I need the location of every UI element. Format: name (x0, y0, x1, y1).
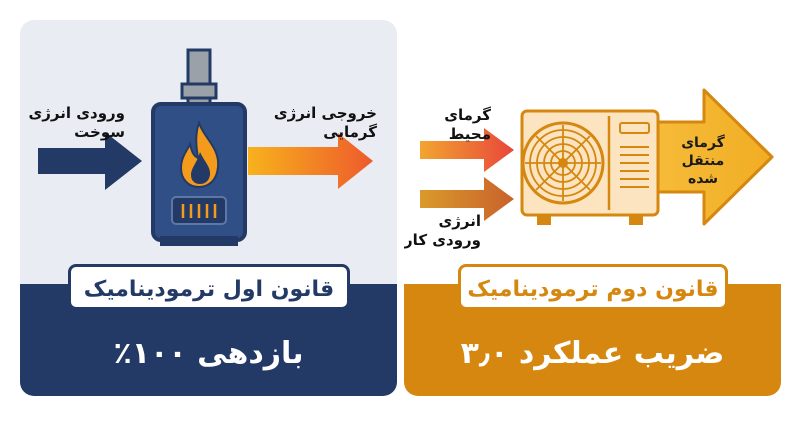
ambient-heat-label: گرمای محیط (444, 106, 491, 143)
heat-pump-scene (420, 88, 774, 226)
fuel-input-label: ورودی انرژی سوخت (28, 104, 125, 141)
fan-icon (521, 121, 605, 205)
first-law-panel: ورودی انرژی سوخت خروجی انرژی گرمایی بازد… (20, 20, 397, 396)
fuel-input-arrow (38, 132, 142, 190)
first-law-title: قانون اول ترمودینامیک (68, 264, 350, 310)
second-law-title: قانون دوم ترمودینامیک (458, 264, 728, 310)
work-input-arrow (420, 177, 514, 221)
efficiency-metric: بازدهی ۱۰۰٪ (113, 336, 304, 371)
work-input-label: انرژی ورودی کار (404, 212, 481, 249)
ambient-heat-arrow (420, 128, 514, 172)
flame-icon (179, 119, 220, 189)
heat-output-label: خروجی انرژی گرمایی (273, 104, 377, 141)
transferred-heat-label: گرمای منتقل شده (681, 135, 725, 187)
second-law-panel: گرمای محیط انرژی ورودی کار گرمای منتقل ش… (404, 20, 781, 396)
furnace-scene (38, 48, 373, 246)
cop-metric: ضریب عملکرد ۳٫۰ (460, 336, 725, 371)
heat-output-arrow (248, 133, 373, 189)
